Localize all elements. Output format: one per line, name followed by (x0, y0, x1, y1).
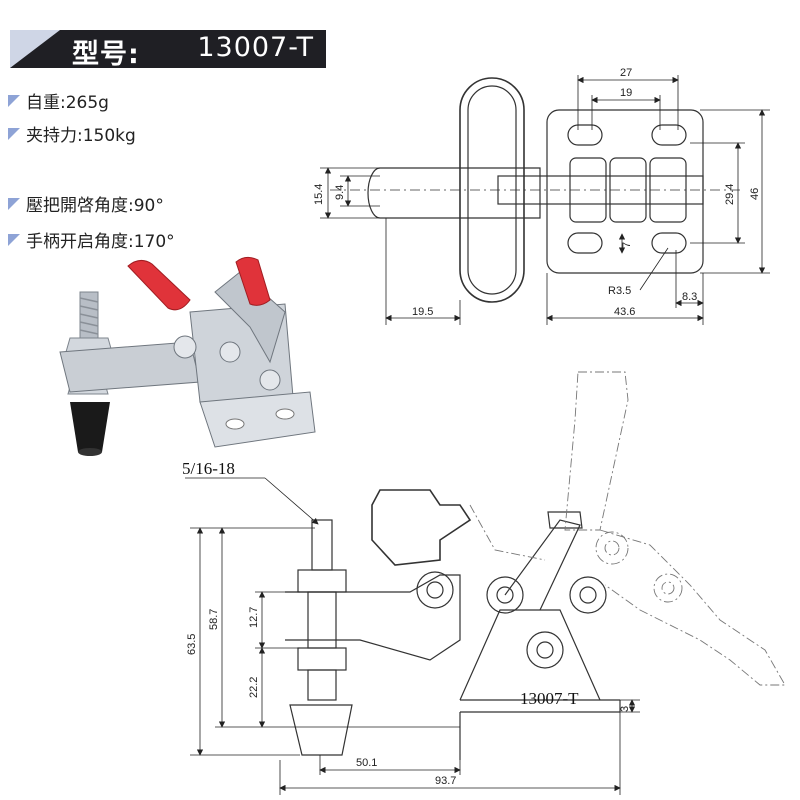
product-photo (59, 256, 316, 456)
dim-19: 19 (620, 87, 632, 99)
thread-spec: 5/16-18 (182, 459, 235, 478)
bullet-triangle-icon (8, 94, 20, 107)
bullet-triangle-icon (8, 127, 20, 140)
dim-12-7: 12.7 (248, 607, 260, 628)
dim-r3-5: R3.5 (608, 285, 631, 297)
spec-clamping-force: 夹持力:150kg (8, 121, 136, 146)
photo-red-grip-right (235, 256, 271, 306)
photo-base (199, 391, 316, 448)
dim-22-2: 22.2 (248, 677, 260, 698)
photo-red-grip-left (127, 260, 191, 311)
spec-handle-angle-text: 手柄开启角度:170° (26, 232, 175, 252)
side-view (285, 489, 621, 760)
dim-29-4: 29.4 (724, 184, 736, 205)
drawing-model-label: 13007-T (520, 689, 579, 708)
spec-handle-open-angle: 手柄开启角度:170° (8, 227, 175, 252)
spec-bar-open-angle: 壓把開啓角度:90° (8, 191, 164, 216)
header-accent-shape (10, 30, 60, 68)
dim-58-7: 58.7 (208, 609, 220, 630)
dim-43-6: 43.6 (614, 306, 635, 318)
top-view (330, 77, 740, 303)
bullet-triangle-icon (8, 233, 20, 246)
top-view-dimensions (320, 75, 770, 325)
spec-bar-angle-text: 壓把開啓角度:90° (26, 196, 164, 216)
dim-9-4: 9.4 (334, 185, 346, 200)
side-view-open-position (469, 371, 786, 686)
dim-46: 46 (749, 188, 761, 200)
spec-weight-text: 自重:265g (26, 93, 109, 113)
dim-50-1: 50.1 (356, 757, 377, 769)
spec-force-text: 夹持力:150kg (26, 126, 136, 146)
model-number: 13007-T (197, 32, 314, 63)
dim-8-3: 8.3 (682, 291, 697, 303)
dim-3: 3 (619, 706, 631, 712)
dim-15-4: 15.4 (313, 184, 325, 205)
bullet-triangle-icon (8, 197, 20, 210)
dim-7: 7 (621, 242, 633, 248)
dim-93-7: 93.7 (435, 775, 456, 787)
dim-19-5: 19.5 (412, 306, 433, 318)
dim-63-5: 63.5 (186, 634, 198, 655)
model-header: 型号: 13007-T (10, 30, 326, 70)
photo-handle-link (214, 271, 286, 364)
photo-rubber-tip (70, 402, 110, 452)
side-view-dimensions (185, 477, 640, 795)
model-label: 型号: (72, 39, 140, 70)
dim-27: 27 (620, 67, 632, 79)
spec-weight: 自重:265g (8, 88, 109, 113)
